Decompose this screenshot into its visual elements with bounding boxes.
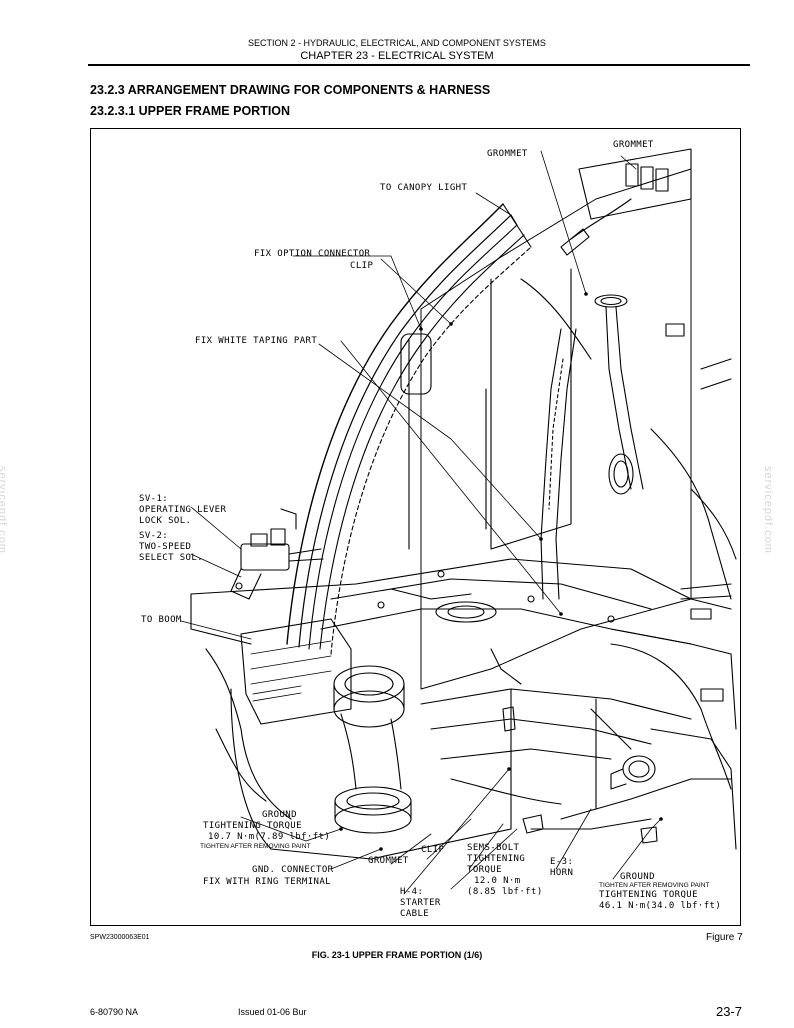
label-torque-right: TIGHTENING TORQUE xyxy=(599,890,698,900)
footer-page-number: 23-7 xyxy=(716,1004,743,1019)
watermark-right: servicepdf.com xyxy=(762,466,774,554)
footer-issue: Issued 01-06 Bur xyxy=(238,1007,307,1017)
label-ring-terminal: FIX WITH RING TERMINAL xyxy=(203,877,332,887)
label-h4-name-2: CABLE xyxy=(400,909,430,919)
label-sems-torque: TORQUE xyxy=(467,865,502,875)
label-sems-tightening: TIGHTENING xyxy=(467,854,526,864)
label-torque-left: TIGHTENING TORQUE xyxy=(203,821,302,831)
label-e3-name: HORN xyxy=(550,868,574,878)
label-to-canopy-light: TO CANOPY LIGHT xyxy=(380,183,468,193)
watermark-left: servicepdf.com xyxy=(0,466,8,554)
label-sems-value-lbf: (8.85 lbf·ft) xyxy=(467,887,543,897)
label-h4-id: H-4: xyxy=(400,887,424,897)
label-sems-bolt: SEMS-BOLT xyxy=(467,843,520,853)
footer-doc-number: 6-80790 NA xyxy=(90,1007,139,1017)
label-h4-name: STARTER xyxy=(400,898,441,908)
section-title: 23.2.3 ARRANGEMENT DRAWING FOR COMPONENT… xyxy=(90,83,491,97)
label-tighten-left: TIGHTEN AFTER REMOVING PAINT xyxy=(200,843,311,850)
figure-code: SPW23000063E01 xyxy=(90,934,150,941)
label-sv2-id: SV-2: xyxy=(139,531,169,541)
label-ground-right: GROUND xyxy=(620,872,655,882)
figure-number: Figure 7 xyxy=(706,932,743,943)
label-fix-white-taping: FIX WHITE TAPING PART xyxy=(195,336,318,346)
label-clip-top: CLIP xyxy=(350,261,374,271)
label-e3-id: E-3: xyxy=(550,857,574,867)
label-sv2-name: TWO-SPEED xyxy=(139,542,192,552)
section-header: SECTION 2 - HYDRAULIC, ELECTRICAL, AND C… xyxy=(248,38,546,48)
label-ground-left: GROUND xyxy=(262,810,297,820)
figure-frame xyxy=(90,128,741,926)
label-grommet-top-right: GROMMET xyxy=(613,140,654,150)
label-to-boom: TO BOOM xyxy=(141,615,182,625)
label-sv1-name-2: LOCK SOL. xyxy=(139,516,192,526)
label-sv1-id: SV-1: xyxy=(139,494,169,504)
label-sems-value-nm: 12.0 N·m xyxy=(474,876,521,886)
label-torque-right-value: 46.1 N·m(34.0 lbf·ft) xyxy=(599,901,722,911)
label-sv1-name: OPERATING LEVER xyxy=(139,505,227,515)
figure-caption: FIG. 23-1 UPPER FRAME PORTION (1/6) xyxy=(311,950,483,960)
harness-arrangement-drawing xyxy=(180,148,737,895)
header-rule xyxy=(88,64,750,66)
label-tighten-right: TIGHTEN AFTER REMOVING PAINT xyxy=(599,882,710,889)
label-sv2-name-2: SELECT SOL. xyxy=(139,553,204,563)
label-grommet-bottom: GROMMET xyxy=(368,856,409,866)
label-fix-option-connector: FIX OPTION CONNECTOR xyxy=(254,249,371,259)
subsection-title: 23.2.3.1 UPPER FRAME PORTION xyxy=(90,104,291,118)
chapter-header: CHAPTER 23 - ELECTRICAL SYSTEM xyxy=(300,50,494,62)
label-torque-left-value: 10.7 N·m(7.89 lbf·ft) xyxy=(208,832,331,842)
label-grommet-top: GROMMET xyxy=(487,149,528,159)
label-gnd-connector: GND. CONNECTOR xyxy=(252,865,334,875)
label-clip-bottom: CLIP xyxy=(421,845,445,855)
